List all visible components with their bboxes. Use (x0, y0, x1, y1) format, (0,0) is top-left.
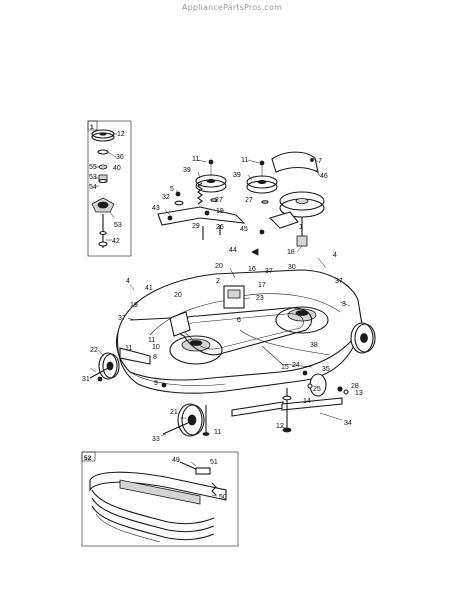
callout-label: 4 (333, 252, 337, 259)
baffle-plate (89, 471, 227, 501)
callout-label: 2 (216, 278, 220, 285)
callout-label: 3 (342, 301, 346, 308)
left-hanger-bracket (169, 311, 191, 337)
inset-spindle-parts: 1 (87, 120, 132, 257)
callout-label: 24 (292, 362, 300, 369)
callout-label: 27 (245, 197, 253, 204)
callout-label: 5 (170, 186, 174, 193)
callout-label: 11 (125, 345, 132, 352)
callout-label: 54 (89, 184, 97, 191)
callout-label: 15 (281, 364, 289, 371)
callout-label: 37 (335, 278, 343, 285)
callout-label: 35 (322, 366, 330, 373)
callout-label: 55 (89, 164, 97, 171)
callout-label: 11 (192, 156, 199, 163)
callout-label: 11 (148, 337, 155, 344)
watermark: AppliancePartsPros.com (181, 3, 283, 12)
blades (97, 370, 349, 436)
callout-label: 20 (174, 292, 182, 299)
callout-label: 11 (241, 157, 248, 164)
callout-label: 30 (288, 264, 296, 271)
callout-label: 34 (344, 420, 352, 427)
callout-label: 32 (162, 194, 170, 201)
callout-label: 40 (113, 165, 121, 172)
inset-box-number: 52 (84, 455, 92, 462)
washer-part (97, 149, 109, 155)
callout-label: 28 (351, 383, 359, 390)
blade-left (231, 401, 284, 417)
callout-label: 26 (216, 224, 224, 231)
spring-part (296, 235, 308, 247)
callout-label: 31 (82, 376, 90, 383)
gauge-wheels (89, 322, 376, 437)
callout-label: 49 (172, 457, 180, 464)
callout-label: 12 (276, 423, 284, 430)
callout-label: 50 (219, 494, 227, 501)
callout-label: 37 (265, 268, 273, 275)
callout-label: 25 (313, 386, 321, 393)
callout-label: 7 (318, 158, 322, 165)
callout-label: 53 (89, 174, 97, 181)
callout-label: 43 (152, 205, 160, 212)
callout-label: 51 (210, 459, 218, 466)
callout-label: 14 (303, 398, 311, 405)
inset-box-number: 1 (90, 124, 94, 131)
callout-label: 17 (258, 282, 266, 289)
callout-label: 27 (215, 197, 223, 204)
mower-deck (115, 269, 363, 394)
callout-label: 36 (116, 154, 124, 161)
callout-label: 12 (117, 131, 125, 138)
idler-assembly (157, 151, 325, 256)
blade-right (281, 397, 343, 411)
callout-label: 18 (287, 249, 295, 256)
callout-label: 44 (229, 247, 237, 254)
callout-label: 22 (90, 347, 98, 354)
callout-label: 1 (299, 224, 303, 231)
callout-label: 10 (152, 344, 160, 351)
callout-label: 6 (237, 317, 241, 324)
bearing-part (98, 164, 108, 170)
callout-label: 8 (153, 354, 157, 361)
belt-guard (271, 151, 319, 174)
callout-label: 41 (145, 285, 153, 292)
callout-label: 19 (130, 302, 138, 309)
callout-labels: 12 36 40 55 53 54 53 42 11 39 39 11 7 46… (82, 131, 363, 501)
inset-baffle: 52 (81, 451, 239, 547)
callout-label: 13 (355, 390, 363, 397)
idler-arm-bracket (157, 206, 246, 226)
callout-label: 21 (170, 409, 178, 416)
callout-label: 37 (118, 315, 126, 322)
callout-label: 23 (256, 295, 264, 302)
callout-label: 16 (248, 266, 256, 273)
leader-lines (89, 133, 351, 497)
callout-label: 29 (192, 223, 200, 230)
callout-label: 4 (126, 278, 130, 285)
callout-label: 20 (215, 263, 223, 270)
callout-label: 11 (214, 429, 221, 436)
callout-label: 19 (216, 208, 224, 215)
callout-label: 53 (114, 222, 122, 229)
callout-label: 38 (310, 342, 318, 349)
callout-label: 46 (320, 173, 328, 180)
callout-label: 39 (233, 172, 241, 179)
callout-label: 45 (240, 226, 248, 233)
callout-label: 39 (183, 167, 191, 174)
idler-spring (197, 182, 203, 205)
callout-label: 33 (152, 436, 160, 443)
callout-label: 42 (112, 238, 120, 245)
callout-label: 9 (154, 380, 158, 387)
blade-nut (282, 427, 292, 433)
